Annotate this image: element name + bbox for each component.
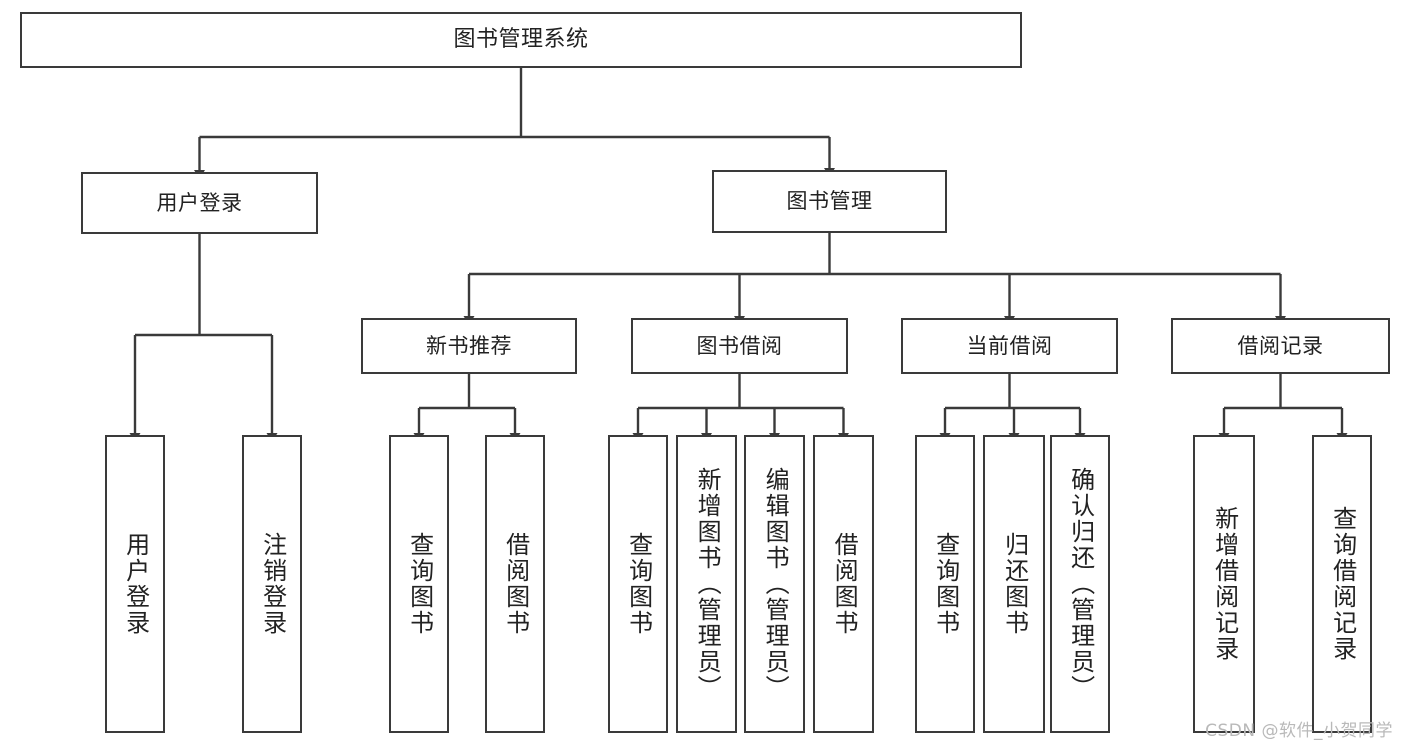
node-leaf-new-2[interactable]: 借阅图书 [485,435,545,733]
node-label-leaf-bor-2: 新增图书（管理员） [693,467,722,701]
node-leaf-cur-2[interactable]: 归还图书 [983,435,1045,733]
node-label-leaf-login-2: 注销登录 [258,532,287,636]
node-label-leaf-login-1: 用户登录 [121,532,150,636]
node-label-bookmgmt: 图书管理 [786,189,873,214]
node-label-records: 借阅记录 [1237,333,1324,358]
node-label-leaf-bor-3: 编辑图书（管理员） [761,467,790,701]
watermark-label: CSDN @软件_小贺同学 [1205,721,1393,741]
node-label-borrow: 图书借阅 [696,333,783,358]
node-label-leaf-bor-4: 借阅图书 [830,532,859,636]
node-label-leaf-new-2: 借阅图书 [501,532,530,636]
node-leaf-login-2[interactable]: 注销登录 [242,435,302,733]
node-leaf-new-1[interactable]: 查询图书 [389,435,449,733]
node-label-leaf-bor-1: 查询图书 [624,532,653,636]
node-label-leaf-rec-1: 新增借阅记录 [1210,506,1239,662]
node-label-leaf-cur-2: 归还图书 [1000,532,1029,636]
node-leaf-bor-4[interactable]: 借阅图书 [813,435,874,733]
node-label-root: 图书管理系统 [453,27,589,53]
node-leaf-cur-1[interactable]: 查询图书 [915,435,975,733]
node-current[interactable]: 当前借阅 [901,318,1118,374]
node-label-current: 当前借阅 [966,333,1053,358]
node-leaf-bor-2[interactable]: 新增图书（管理员） [676,435,737,733]
node-leaf-rec-2[interactable]: 查询借阅记录 [1312,435,1372,733]
node-label-leaf-cur-1: 查询图书 [931,532,960,636]
edge-group [129,68,1348,442]
node-leaf-bor-3[interactable]: 编辑图书（管理员） [744,435,805,733]
node-label-newbook: 新书推荐 [426,333,512,358]
node-newbook[interactable]: 新书推荐 [361,318,577,374]
node-borrow[interactable]: 图书借阅 [631,318,848,374]
node-label-leaf-new-1: 查询图书 [405,532,434,636]
node-label-leaf-rec-2: 查询借阅记录 [1328,506,1357,662]
node-leaf-cur-3[interactable]: 确认归还（管理员） [1050,435,1110,733]
node-label-login: 用户登录 [156,190,243,215]
node-records[interactable]: 借阅记录 [1171,318,1390,374]
node-leaf-rec-1[interactable]: 新增借阅记录 [1193,435,1255,733]
node-root[interactable]: 图书管理系统 [20,12,1022,68]
node-login[interactable]: 用户登录 [81,172,318,234]
node-leaf-bor-1[interactable]: 查询图书 [608,435,668,733]
node-bookmgmt[interactable]: 图书管理 [712,170,947,233]
node-leaf-login-1[interactable]: 用户登录 [105,435,165,733]
node-label-leaf-cur-3: 确认归还（管理员） [1066,467,1095,701]
